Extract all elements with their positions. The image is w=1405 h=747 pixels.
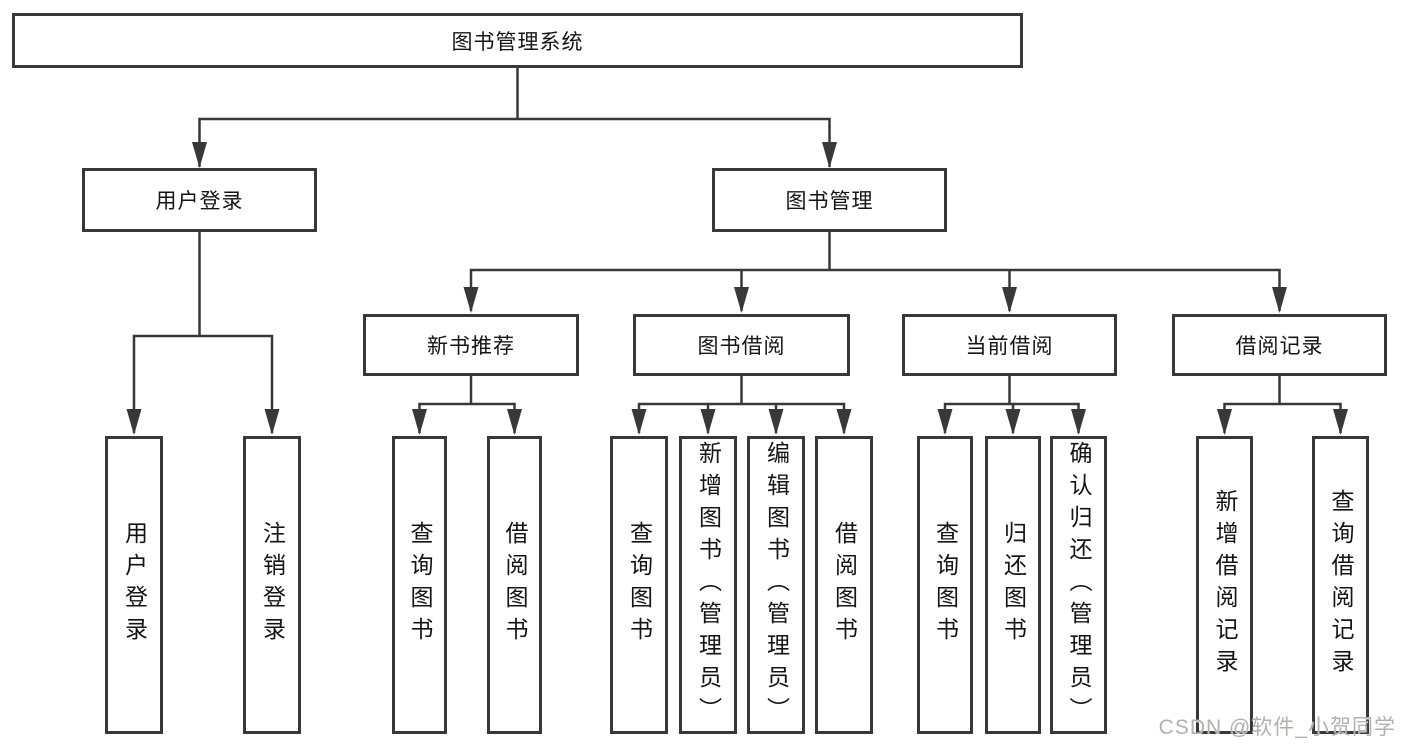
node-leaf-query-books-current: 查询图书: [917, 436, 973, 734]
node-leaf-query-books-recommend: 查询图书: [392, 436, 447, 734]
node-leaf-query-borrow-record: 查询借阅记录: [1312, 436, 1369, 734]
node-leaf-confirm-return-admin: 确认归还（管理员）: [1050, 436, 1107, 734]
node-leaf-query-books-borrowing: 查询图书: [610, 436, 668, 734]
node-leaf-borrow-books-recommend: 借阅图书: [487, 436, 542, 734]
csdn-watermark: CSDN @软件_小贺同学: [1158, 716, 1396, 739]
arrow-down-icon: [463, 287, 479, 313]
arrow-down-icon: [836, 409, 852, 435]
node-leaf-borrow-books: 借阅图书: [815, 436, 873, 734]
node-new-book-recommend: 新书推荐: [363, 314, 579, 376]
arrow-down-icon: [264, 409, 280, 435]
node-user-login-branch: 用户登录: [82, 168, 317, 232]
node-leaf-add-borrow-record: 新增借阅记录: [1196, 436, 1253, 734]
arrow-down-icon: [192, 142, 207, 168]
arrow-down-icon: [126, 409, 142, 435]
arrow-down-icon: [1071, 409, 1086, 435]
node-leaf-return-book: 归还图书: [985, 436, 1041, 734]
arrow-down-icon: [1272, 287, 1287, 313]
node-borrowing-records: 借阅记录: [1172, 314, 1387, 376]
node-leaf-edit-book-admin: 编辑图书（管理员）: [747, 436, 805, 734]
tree-edges: [132, 68, 1342, 433]
arrow-down-icon: [1217, 409, 1232, 435]
node-current-borrowing: 当前借阅: [902, 314, 1117, 376]
arrow-down-icon: [734, 287, 749, 313]
arrow-down-icon: [822, 142, 837, 168]
arrow-down-icon: [768, 409, 784, 435]
arrow-down-icon: [937, 409, 953, 435]
arrow-down-icon: [1005, 409, 1021, 435]
arrow-down-icon: [1002, 287, 1017, 313]
node-leaf-user-login: 用户登录: [105, 436, 163, 734]
arrow-down-icon: [412, 409, 427, 435]
node-leaf-add-book-admin: 新增图书（管理员）: [679, 436, 737, 734]
node-library-management-system: 图书管理系统: [12, 13, 1023, 68]
node-leaf-logout: 注销登录: [243, 436, 301, 734]
arrowhead-icons: [126, 142, 1348, 435]
arrow-down-icon: [507, 409, 522, 435]
arrow-down-icon: [700, 409, 716, 435]
arrow-down-icon: [631, 409, 647, 435]
arrow-down-icon: [1333, 409, 1348, 435]
node-book-borrowing: 图书借阅: [633, 314, 850, 376]
node-book-management-branch: 图书管理: [712, 168, 947, 232]
